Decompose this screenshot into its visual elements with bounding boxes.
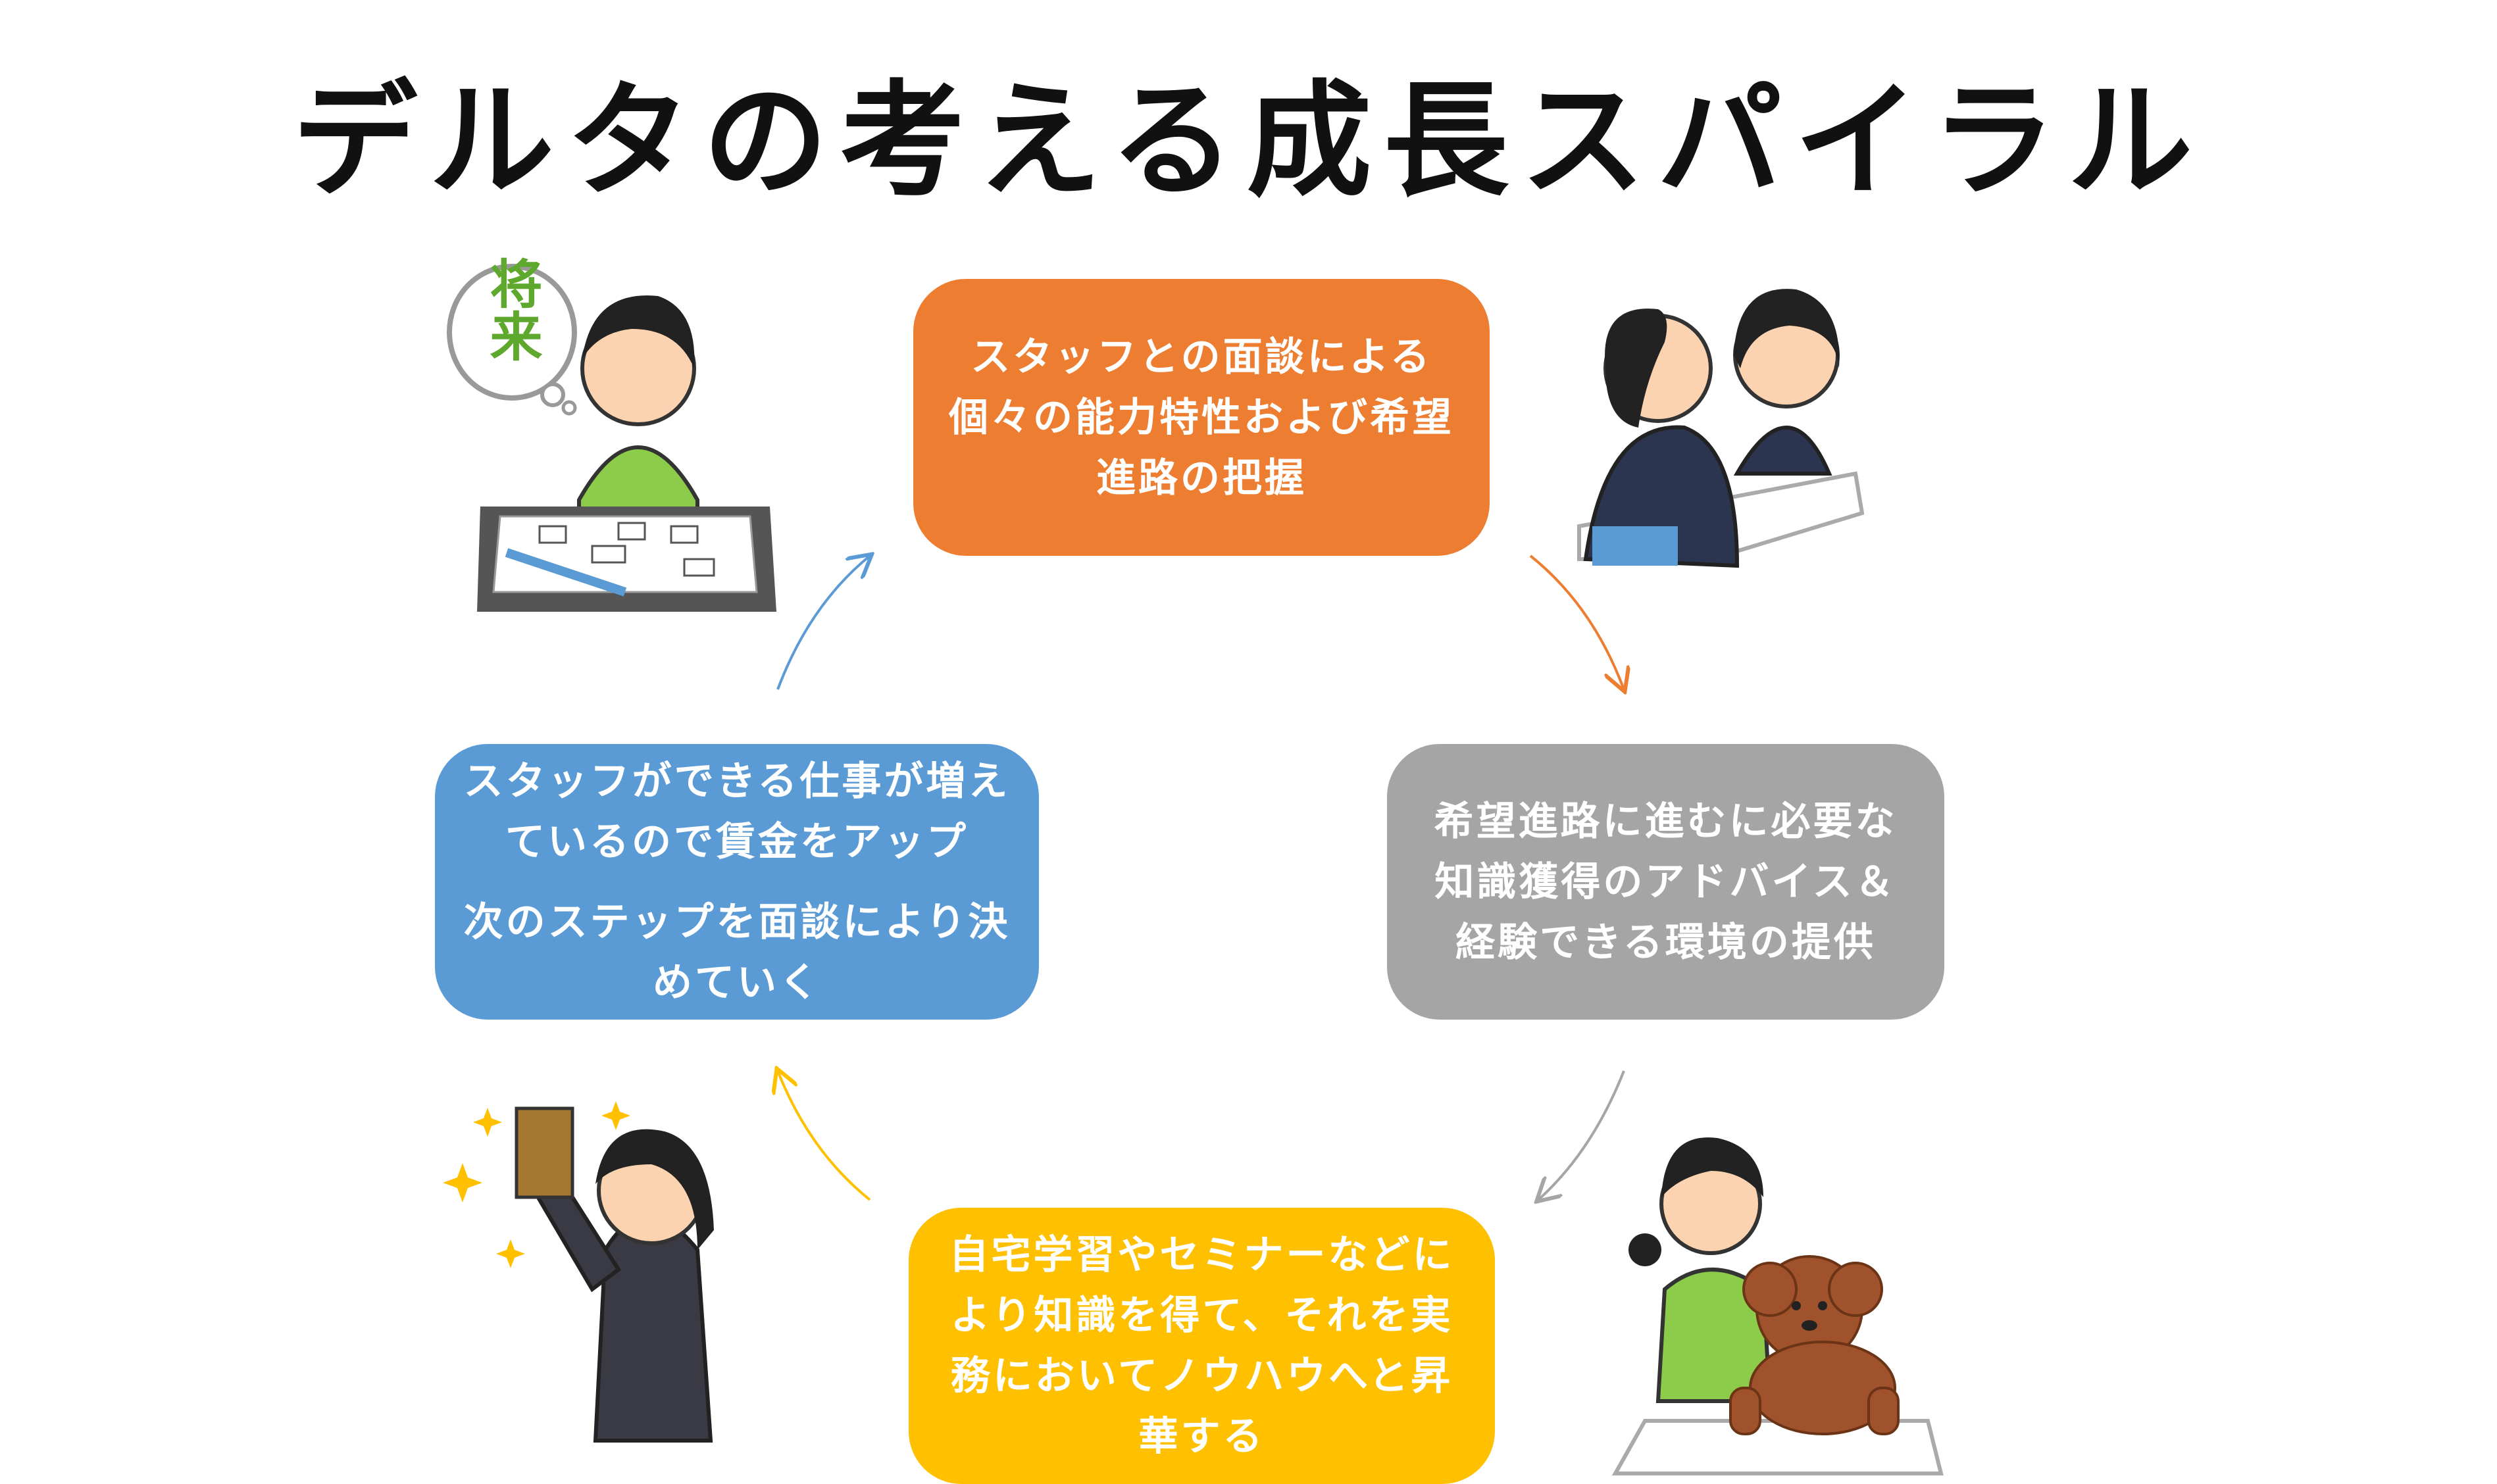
arrow-orange: [1529, 555, 1624, 689]
step-text: スタッフとの面談による: [971, 334, 1432, 380]
step-text: 希望進路に進むに必要な: [1434, 798, 1898, 845]
step-text: 自宅学習やセミナーなどに: [949, 1232, 1455, 1278]
thought-bubble-text: 将来: [482, 257, 543, 362]
step-text: 経験できる環境の提供: [1455, 919, 1876, 966]
step-text: 進路の把握: [1096, 455, 1307, 501]
step-text: より知識を得て、それを実: [950, 1293, 1453, 1339]
step-text: スタッフができる仕事が増え: [463, 758, 1011, 804]
step-text: 務においてノウハウへと昇: [950, 1353, 1453, 1399]
arrow-blue: [776, 556, 870, 690]
bonus-woman-illustration: [443, 1101, 714, 1443]
step-text: ているので賃金をアップ: [505, 818, 969, 865]
meeting-illustration: [1577, 289, 1865, 568]
step-text: 知識獲得のアドバイス＆: [1434, 858, 1897, 905]
step-text: 個々の能力特性および希望: [949, 394, 1454, 441]
step-3-learning: 自宅学習やセミナーなどに より知識を得て、それを実 務においてノウハウへと昇 華…: [909, 1208, 1495, 1484]
planning-man-illustration: 将来: [447, 257, 776, 612]
step-4-raise: スタッフができる仕事が増え ているので賃金をアップ 次のステップを面談により決 …: [435, 744, 1039, 1020]
step-1-interview: スタッフとの面談による 個々の能力特性および希望 進路の把握: [913, 279, 1490, 556]
step-text: 華する: [1138, 1414, 1265, 1460]
page-title: デルタの考える成長スパイラル: [292, 68, 2205, 214]
arrow-gray: [1538, 1070, 1625, 1200]
arrow-yellow: [778, 1071, 871, 1201]
dog-groomer-illustration: [1611, 1137, 1944, 1475]
step-2-advice: 希望進路に進むに必要な 知識獲得のアドバイス＆ 経験できる環境の提供: [1387, 744, 1944, 1020]
step-text: 次のステップを面談により決: [463, 899, 1011, 945]
step-text: めていく: [653, 959, 821, 1006]
